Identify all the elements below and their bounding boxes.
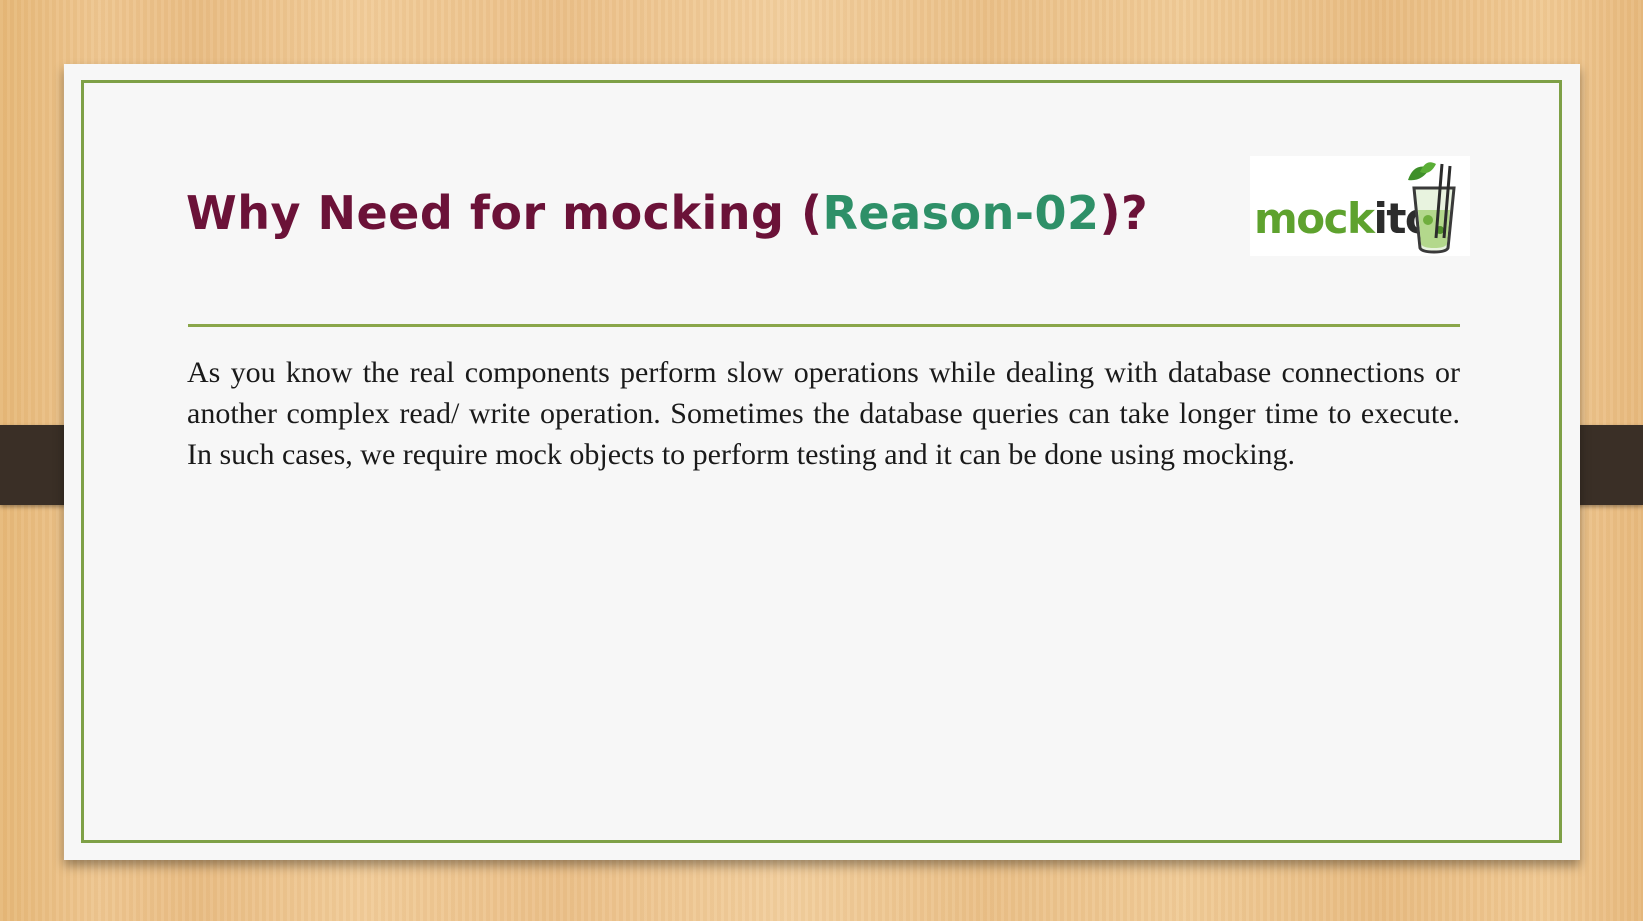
body-paragraph: As you know the real components perform … [187, 356, 1460, 471]
slide-title: Why Need for mocking (Reason-02)? [186, 186, 1148, 240]
logo-text: mockito [1254, 198, 1434, 240]
slide-frame [81, 80, 1562, 843]
mockito-logo: mockito [1250, 156, 1470, 256]
title-main: Why Need for mocking ( [186, 186, 823, 240]
logo-text-green: mock [1254, 194, 1375, 243]
slide: Why Need for mocking (Reason-02)? mockit… [64, 64, 1580, 860]
title-accent: Reason-02 [822, 186, 1100, 240]
mojito-glass-icon [1408, 162, 1456, 254]
title-divider [188, 324, 1460, 327]
title-end: )? [1099, 186, 1149, 240]
